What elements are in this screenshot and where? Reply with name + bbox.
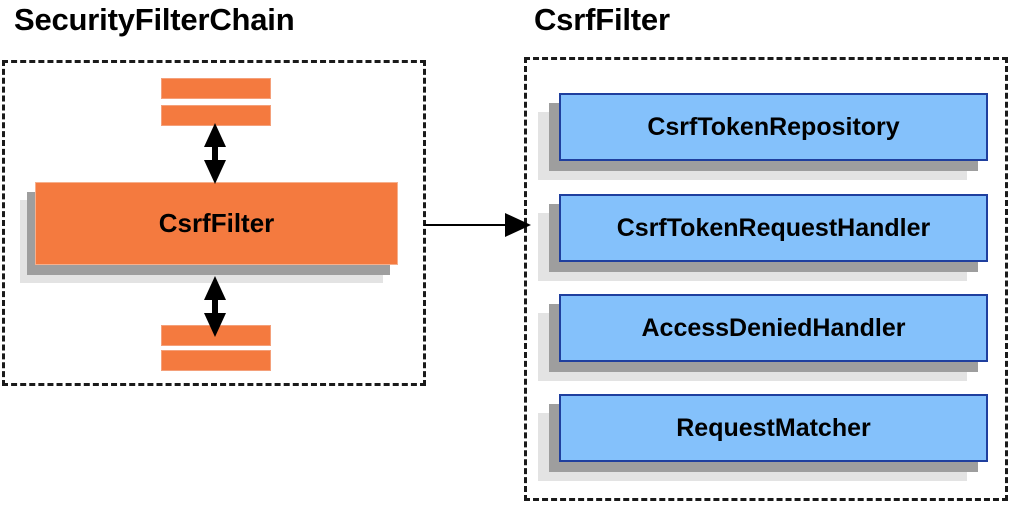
collaborator-box-request-matcher[interactable]: RequestMatcher xyxy=(559,394,988,462)
collaborator-label: CsrfTokenRepository xyxy=(647,112,900,141)
csrffilter-box-label: CsrfFilter xyxy=(158,208,275,238)
collaborator-box-csrf-token-request-handler[interactable]: CsrfTokenRequestHandler xyxy=(559,194,988,262)
filter-bar-above-1 xyxy=(161,78,271,99)
left-panel-title: SecurityFilterChain xyxy=(14,2,295,37)
collaborator-box-csrf-token-repository[interactable]: CsrfTokenRepository xyxy=(559,93,988,161)
collaborator-label: CsrfTokenRequestHandler xyxy=(616,213,931,242)
collaborator-label: RequestMatcher xyxy=(676,413,871,442)
csrffilter-box[interactable]: CsrfFilter xyxy=(35,182,398,265)
security-filter-chain-container xyxy=(2,60,426,386)
collaborator-box-access-denied-handler[interactable]: AccessDeniedHandler xyxy=(559,294,988,362)
filter-bar-below-2 xyxy=(161,350,271,371)
filter-bar-below-1 xyxy=(161,325,271,346)
filter-bar-above-2 xyxy=(161,105,271,126)
right-panel-title: CsrfFilter xyxy=(534,2,670,37)
arrow-left-to-right xyxy=(424,213,531,237)
csrffilter-collaborators-container xyxy=(524,57,1008,501)
collaborator-label: AccessDeniedHandler xyxy=(641,313,906,342)
